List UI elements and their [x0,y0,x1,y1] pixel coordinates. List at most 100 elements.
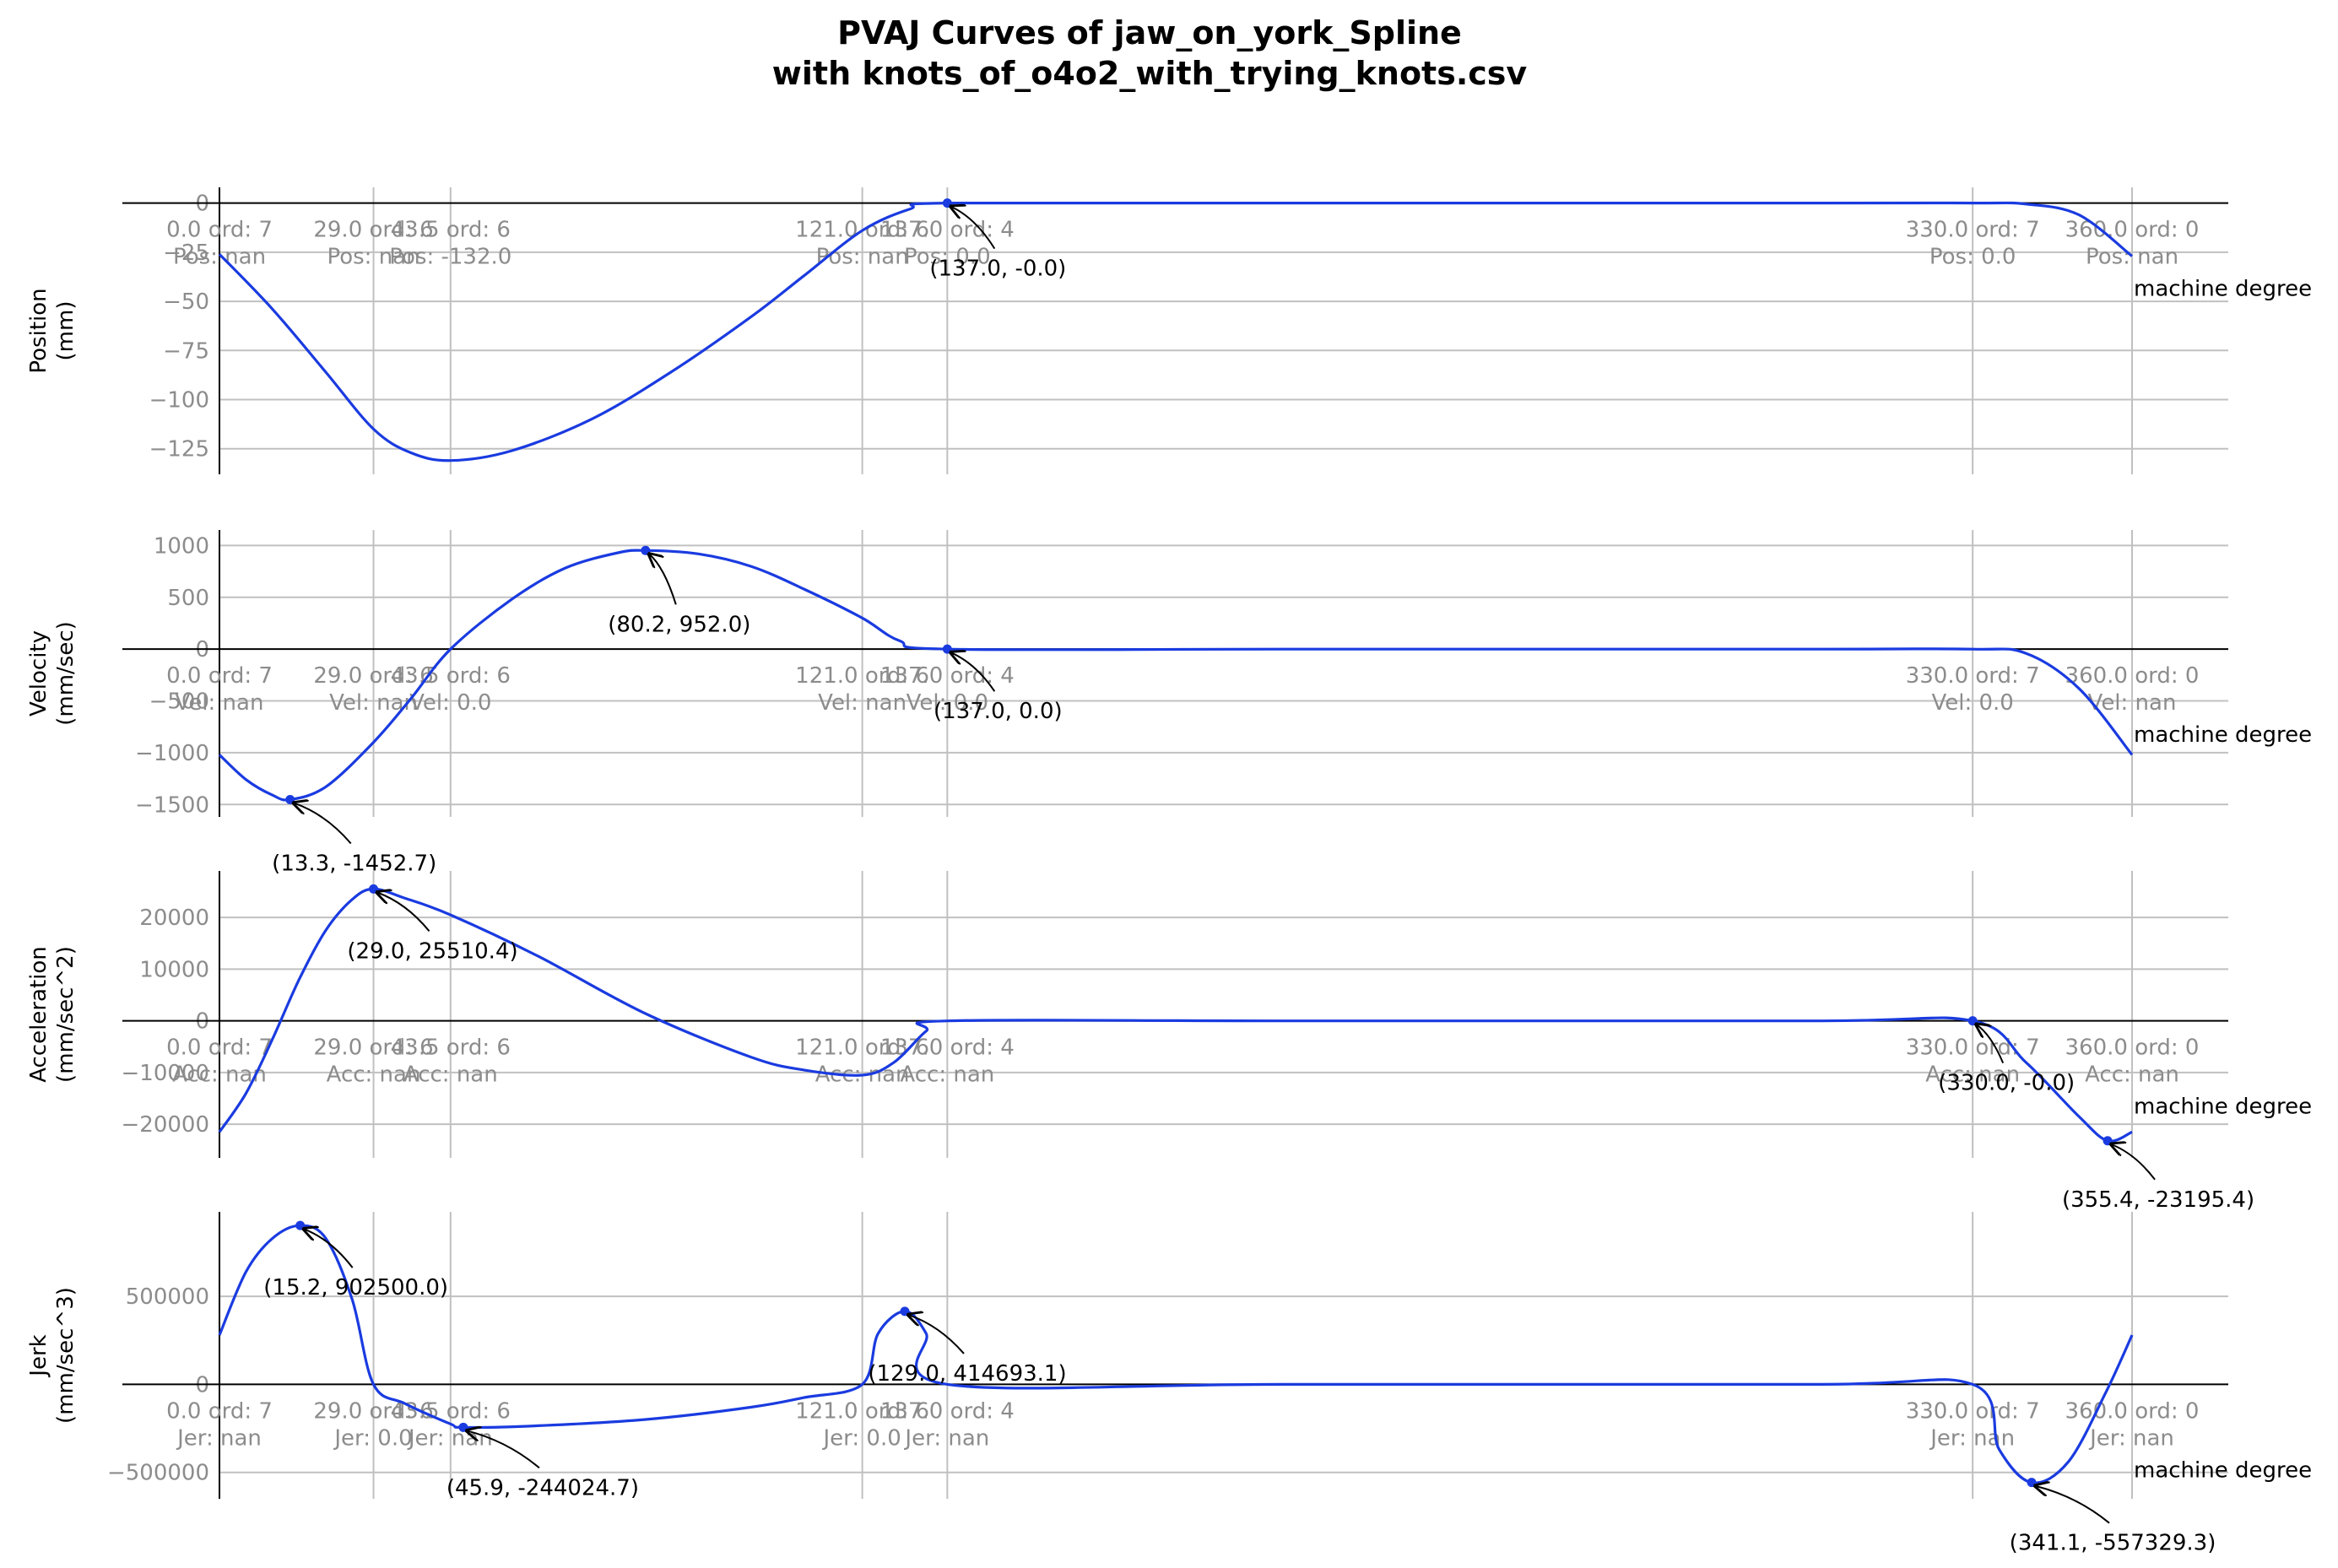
knot-value-label: Pos: nan [327,245,419,270]
knot-value-label: Pos: nan [816,245,909,270]
knot-order-label: 43.5 ord: 6 [391,1398,511,1424]
y-axis-label: Position(mm) [26,288,78,373]
y-axis-label-line: Acceleration [26,946,51,1083]
knot-order-label: 360.0 ord: 0 [2065,1035,2200,1061]
knot-value-label: Vel: nan [329,690,418,716]
y-tick-label: 1000 [154,533,209,559]
annotation-label: (129.0, 414693.1) [868,1361,1066,1387]
extremum-point [295,1220,306,1230]
knot-order-label: 360.0 ord: 0 [2065,218,2200,243]
y-tick-label: 500 [167,586,209,611]
y-tick-label: −25 [163,241,209,266]
extremum-point [900,1306,910,1317]
extremum-point [285,794,295,804]
annotation-label: (137.0, -0.0) [929,257,1066,282]
knot-value-label: Jer: nan [2088,1425,2174,1451]
knot-value-label: Acc: nan [403,1062,498,1088]
knot-order-label: 0.0 ord: 7 [166,218,273,243]
knot-value-label: Pos: 0.0 [1929,245,2016,270]
knot-order-label: 330.0 ord: 7 [1906,1035,2040,1061]
knot-value-label: Acc: nan [1925,1062,2020,1088]
knot-value-label: Jer: nan [1929,1425,2015,1451]
extremum-point [1967,1016,1978,1026]
y-axis-label: Acceleration(mm/sec^2) [26,946,78,1083]
extremum-point [942,644,952,654]
annotation-arrow [649,554,677,605]
y-tick-label: −75 [163,338,209,364]
y-tick-label: −500 [149,689,209,715]
knot-order-label: 43.5 ord: 6 [391,663,511,689]
acceleration-subplot: 20000100000−10000−20000Acceleration(mm/s… [26,871,2312,1213]
knot-order-label: 137.0 ord: 4 [880,1398,1015,1424]
y-tick-label: 10000 [139,957,209,982]
y-tick-label: −1500 [135,792,209,818]
y-tick-label: −1000 [135,741,209,766]
knot-value-label: Jer: nan [176,1425,262,1451]
knot-order-label: 43.5 ord: 6 [391,218,511,243]
annotation-label: (330.0, -0.0) [1938,1071,2075,1096]
x-axis-label: machine degree [2134,722,2312,748]
annotation-label: (15.2, 902500.0) [263,1275,448,1300]
knot-order-label: 330.0 ord: 7 [1906,1398,2040,1424]
y-axis-label: Jerk(mm/sec^3) [26,1287,78,1424]
y-axis-label-line: Velocity [26,630,51,716]
y-axis-label-line: Position [26,288,51,373]
acceleration-curve [218,887,2133,1143]
y-tick-label: 20000 [139,906,209,931]
y-axis-label-line: (mm/sec) [53,621,78,726]
knot-value-label: Jer: nan [903,1425,989,1451]
velocity-curve [218,549,2134,802]
annotation-arrow [304,1229,354,1268]
y-axis-label-line: Jerk [26,1334,51,1377]
knot-order-label: 0.0 ord: 7 [166,1035,273,1061]
knot-value-label: Vel: nan [2088,690,2177,716]
knot-order-label: 330.0 ord: 7 [1906,218,2040,243]
y-tick-label: −20000 [122,1112,210,1138]
chart-title-line-1: PVAJ Curves of jaw_on_york_Spline [837,14,1462,51]
knot-order-label: 121.0 ord: 6 [795,1035,929,1061]
annotation-arrow [294,803,352,845]
annotation-arrow [908,1315,965,1354]
y-axis-label-line: (mm/sec^2) [53,946,78,1083]
knot-order-label: 137.0 ord: 4 [880,218,1015,243]
y-tick-label: −100 [149,388,209,414]
extremum-point [641,545,651,555]
jerk-curve [218,1224,2134,1484]
annotation-label: (341.1, -557329.3) [2010,1531,2216,1556]
knot-order-label: 121.0 ord: 6 [795,663,929,689]
annotation-arrow [467,1430,540,1469]
knot-order-label: 121.0 ord: 6 [795,1398,929,1424]
x-axis-label: machine degree [2134,1457,2312,1483]
annotation-label: (355.4, -23195.4) [2062,1187,2254,1213]
knot-order-label: 29.0 ord: 6 [313,1398,433,1424]
velocity-subplot: 10005000−500−1000−1500Velocity(mm/sec)0.… [26,530,2312,876]
annotation-arrow [2035,1486,2110,1524]
y-tick-label: −125 [149,437,209,462]
knot-order-label: 360.0 ord: 0 [2065,1398,2200,1424]
y-tick-label: −10000 [122,1061,210,1086]
y-tick-label: −500000 [107,1461,209,1486]
annotation-arrow [1976,1025,2005,1064]
y-axis-label-line: (mm/sec^3) [53,1287,78,1424]
knot-value-label: Jer: nan [407,1425,493,1451]
extremum-point [458,1422,468,1432]
knot-order-label: 29.0 ord: 6 [313,218,433,243]
y-axis-label: Velocity(mm/sec) [26,621,78,726]
extremum-point [942,198,952,208]
knot-value-label: Pos: 0.0 [904,245,991,270]
y-tick-label: −50 [163,289,209,315]
annotation-arrow [377,892,430,933]
knot-order-label: 360.0 ord: 0 [2065,663,2200,689]
annotation-arrow [950,652,996,692]
knot-value-label: Vel: 0.0 [907,690,988,716]
knot-order-label: 29.0 ord: 6 [313,1035,433,1061]
extremum-point [2027,1478,2037,1488]
knot-order-label: 0.0 ord: 7 [166,1398,273,1424]
knot-value-label: Vel: nan [818,690,907,716]
knot-value-label: Acc: nan [900,1062,994,1088]
extremum-point [369,884,379,894]
